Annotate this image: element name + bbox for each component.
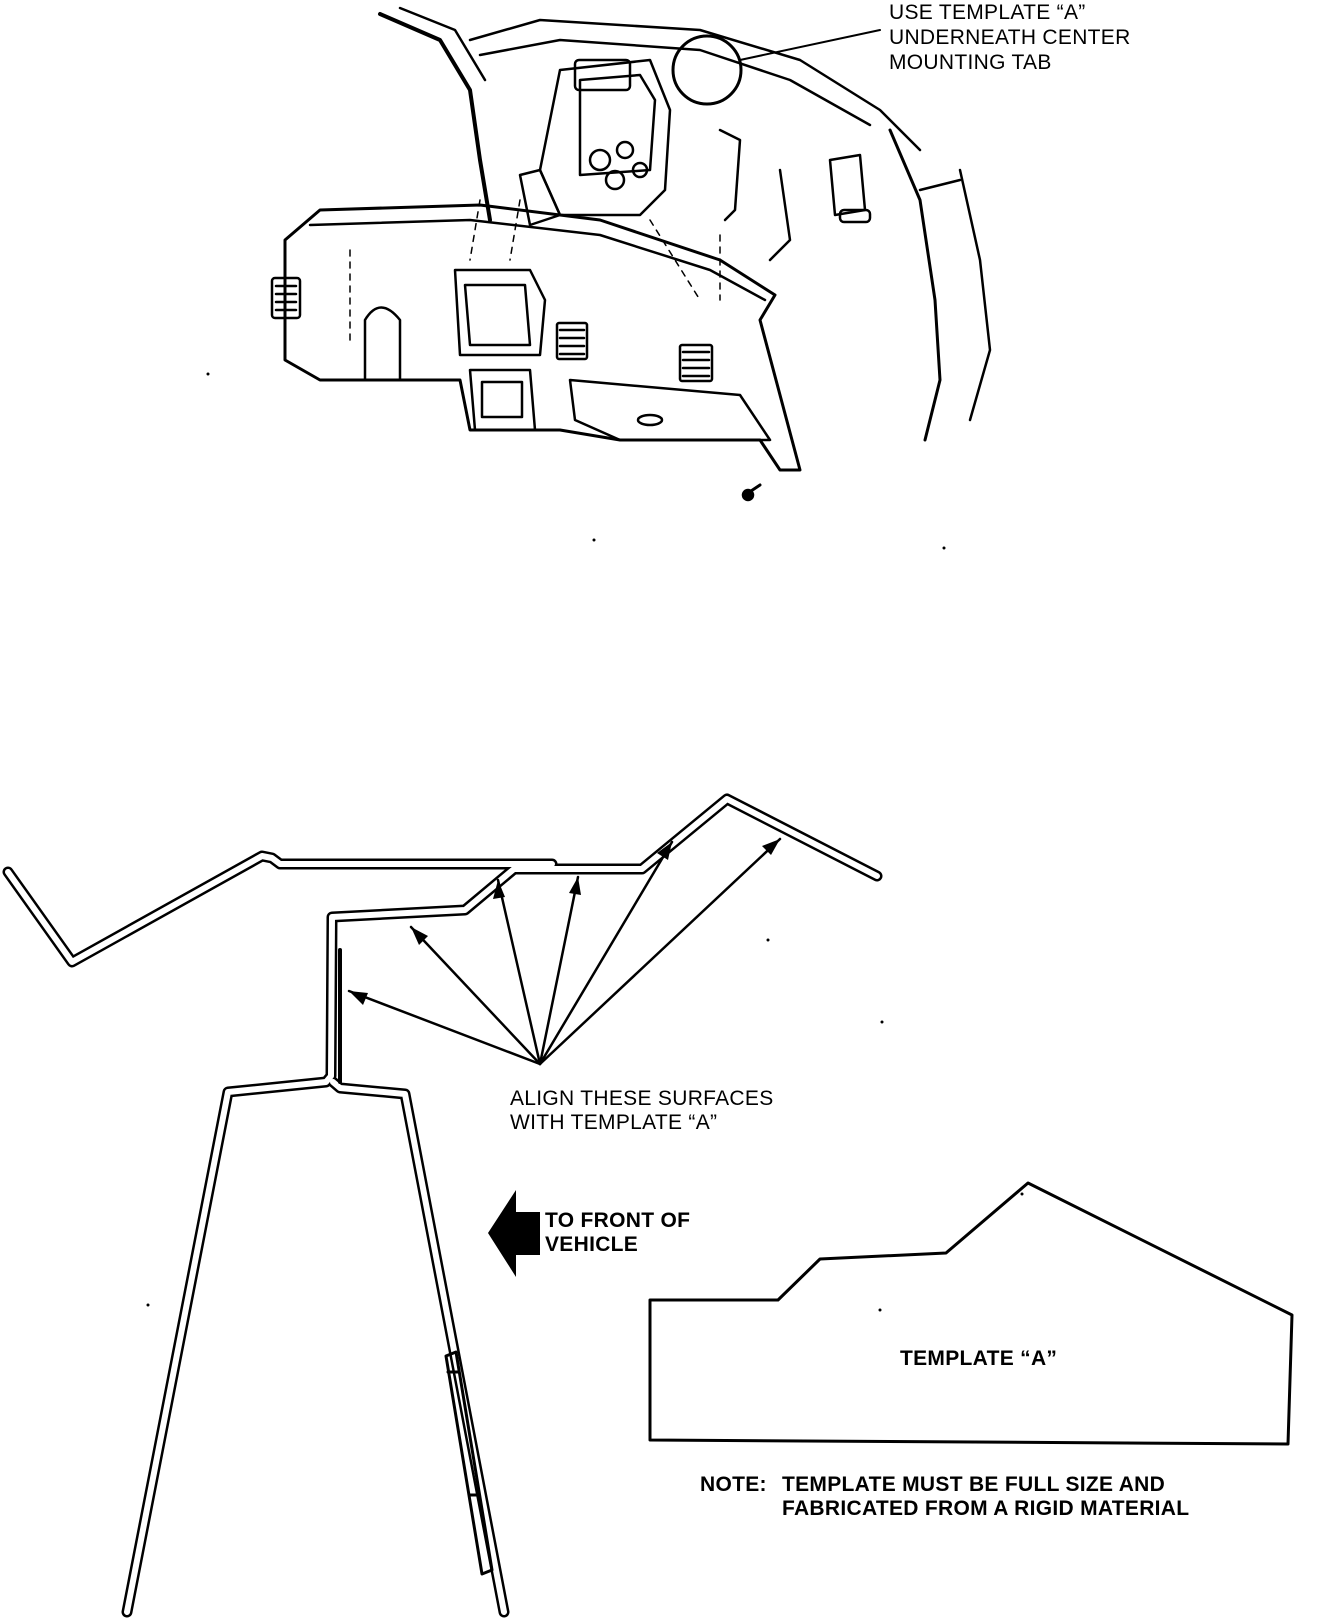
note-block: NOTE: TEMPLATE MUST BE FULL SIZE AND FAB…	[700, 1473, 1189, 1521]
note-prefix: NOTE:	[700, 1473, 767, 1496]
alignment-arrows	[347, 837, 782, 1066]
callout-top-label: USE TEMPLATE “A” UNDERNEATH CENTER MOUNT…	[889, 0, 1131, 75]
template-a-label: TEMPLATE “A”	[900, 1347, 1058, 1370]
callout-top-line: USE TEMPLATE “A”	[889, 1, 1086, 24]
front-direction-arrow	[488, 1190, 540, 1277]
align-surfaces-label: ALIGN THESE SURFACES WITH TEMPLATE “A”	[510, 1087, 774, 1135]
note-line: FABRICATED FROM A RIGID MATERIAL	[782, 1497, 1190, 1520]
align-label-line: WITH TEMPLATE “A”	[510, 1111, 718, 1134]
front-of-vehicle-label: TO FRONT OF VEHICLE	[545, 1209, 690, 1257]
align-label-line: ALIGN THESE SURFACES	[510, 1087, 774, 1110]
dashboard-illustration	[270, 6, 992, 502]
pillar-trim	[444, 1350, 494, 1576]
callout-top-line: MOUNTING TAB	[889, 51, 1052, 74]
note-line: TEMPLATE MUST BE FULL SIZE AND	[782, 1473, 1166, 1496]
callout-top-line: UNDERNEATH CENTER	[889, 26, 1131, 49]
front-label-line: VEHICLE	[545, 1233, 639, 1256]
front-label-line: TO FRONT OF	[545, 1209, 691, 1232]
template-a-shape	[648, 1181, 1294, 1446]
